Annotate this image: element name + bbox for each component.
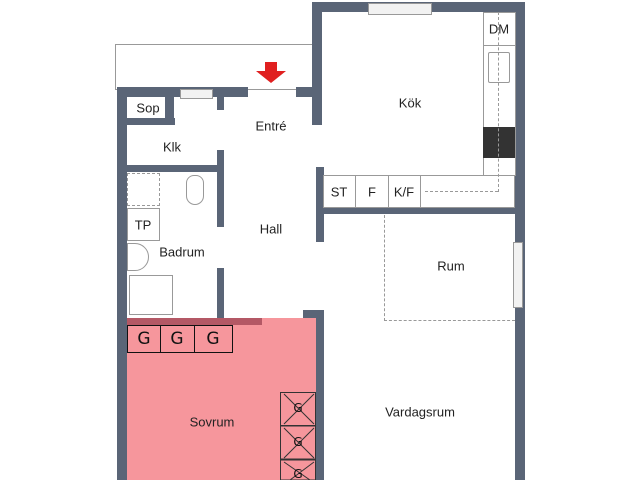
label-tp: TP: [134, 217, 152, 233]
label-hall: Hall: [259, 221, 283, 237]
wall: [303, 310, 317, 318]
wardrobe-mark: G: [137, 329, 151, 349]
window: [180, 89, 213, 99]
label-vardagsrum: Vardagsrum: [385, 404, 455, 420]
crossed-mark: G: [293, 401, 303, 415]
label-entre: Entré: [255, 118, 287, 134]
label-kf: K/F: [393, 184, 415, 200]
window: [368, 3, 432, 15]
toilet-icon: [186, 175, 204, 205]
tp-box: [127, 208, 160, 241]
wall: [117, 165, 223, 172]
label-rum: Rum: [437, 258, 465, 274]
wall: [217, 268, 224, 320]
label-sop: Sop: [136, 100, 160, 116]
bedroom-highlight: [127, 318, 316, 480]
label-kok: Kök: [398, 95, 422, 111]
crossed-wardrobe: [280, 392, 316, 480]
wall: [117, 87, 127, 480]
label-badrum: Badrum: [159, 244, 205, 260]
wall: [316, 207, 525, 214]
wardrobe-mark: G: [206, 329, 220, 349]
label-klk: Klk: [162, 139, 182, 155]
dishwasher: [483, 12, 516, 46]
crossed-mark: G: [293, 435, 303, 449]
wall: [296, 87, 322, 97]
shower-icon: [129, 275, 173, 315]
wall: [165, 87, 174, 125]
wardrobe-mark: G: [170, 329, 184, 349]
window: [513, 242, 523, 308]
label-f: F: [368, 184, 376, 200]
sink-icon: [488, 52, 510, 83]
label-dm: DM: [488, 21, 510, 37]
wall: [316, 310, 324, 480]
cabinet-kf: [388, 175, 421, 208]
entrance-arrow-icon: [256, 62, 286, 83]
wall: [515, 2, 525, 480]
wall: [312, 2, 322, 125]
crossed-mark: G: [293, 467, 303, 481]
wall: [217, 95, 224, 110]
wall: [316, 167, 324, 242]
shower-area: [127, 173, 160, 206]
washbasin-icon: [127, 243, 149, 271]
label-sovrum: Sovrum: [189, 414, 235, 430]
stove-icon: [483, 127, 515, 158]
wall: [217, 150, 224, 227]
label-st: ST: [330, 184, 348, 200]
wall: [117, 118, 175, 125]
